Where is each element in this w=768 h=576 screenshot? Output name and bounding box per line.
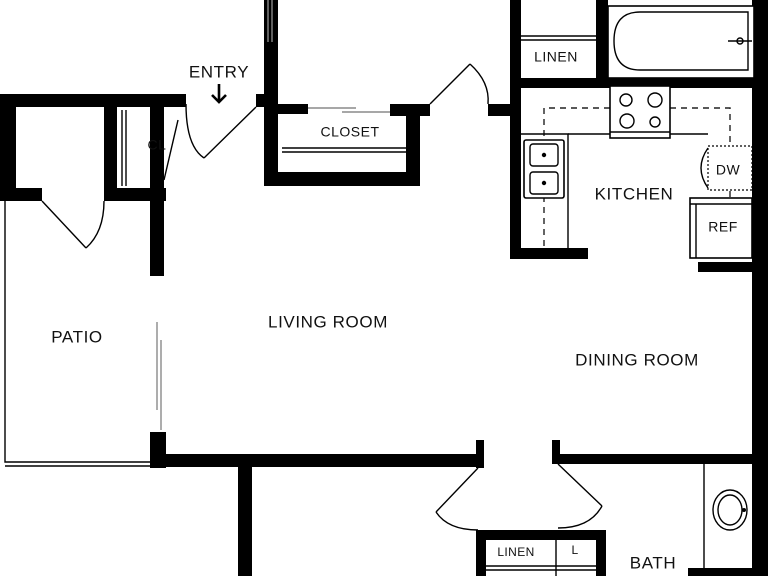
sink-drain-1 (541, 152, 547, 158)
wall-linen-top (476, 530, 606, 540)
wall-closet-top-left (278, 104, 308, 114)
bathtub-basin (613, 11, 749, 71)
dishwasher-icon (707, 145, 753, 191)
wall-kitchen-bottom-right (698, 262, 758, 272)
wall-linen-divider (596, 0, 608, 82)
wall-bath-right (752, 454, 768, 576)
label-l: L (571, 543, 578, 557)
kitchen-door-leaf (429, 63, 471, 105)
hall-door-left-arc (435, 511, 479, 531)
label-closet: CLOSET (320, 124, 379, 140)
sink-drain-2 (541, 180, 547, 186)
wall-kitchen-ceiling (510, 78, 768, 88)
dishwasher-door-arc (700, 147, 709, 189)
label-living-room: LIVING ROOM (268, 312, 388, 331)
label-patio: PATIO (51, 327, 103, 346)
kitchen-fixtures (521, 85, 753, 259)
entry-door-leaf (203, 106, 257, 159)
wall-closet-left (264, 0, 278, 186)
wall-lower-left (238, 460, 252, 576)
storage-door-leaf (41, 200, 87, 249)
bathtub-icon (607, 5, 755, 79)
hall-door-right-arc (557, 505, 603, 529)
burner-2 (647, 92, 663, 108)
hall-door-right-leaf (557, 463, 603, 507)
label-cl: CL (148, 137, 167, 153)
wall-right (752, 0, 768, 460)
wall-kitchen-top (488, 104, 514, 116)
entry-door-arc (185, 103, 205, 159)
wall-bath-bottom (688, 568, 768, 576)
label-ref: REF (708, 219, 738, 235)
wall-bottom-right (552, 454, 768, 464)
storage-door-arc (85, 200, 105, 249)
vanity-sink-outer (712, 489, 748, 531)
wall-bottom-left (150, 454, 476, 467)
stove-icon (609, 85, 671, 139)
hall-door-left-leaf (435, 467, 479, 513)
wall-door-jamb-right (552, 440, 560, 464)
refrigerator-icon (689, 197, 753, 259)
label-entry: ENTRY (189, 62, 249, 81)
wall-kitchen-left (510, 0, 521, 258)
entry-arrow-icon (211, 84, 227, 104)
wall-storage-bottom-left (0, 188, 42, 201)
burner-3 (619, 113, 635, 129)
doors (41, 63, 603, 531)
sink-basin-1 (529, 143, 559, 167)
patio-outline (4, 200, 150, 463)
wall-top-left (0, 94, 186, 107)
wall-kitchen-bottom-left (510, 248, 588, 259)
label-dw: DW (716, 162, 741, 178)
wall-closet-right (406, 104, 420, 186)
bathtub-outer (607, 5, 755, 79)
label-linen-bottom: LINEN (497, 545, 534, 559)
sink-icon (523, 139, 565, 199)
label-bath: BATH (630, 553, 676, 572)
vanity-sink-icon (712, 489, 748, 531)
wall-cl-right (150, 94, 164, 276)
burner-1 (619, 93, 633, 107)
vanity-sink-drain (742, 508, 746, 512)
cl-door-leaf (163, 119, 179, 181)
label-linen-top: LINEN (534, 49, 578, 65)
label-dining-room: DINING ROOM (575, 350, 699, 369)
wall-linen-left (476, 530, 486, 576)
wall-closet-bottom (264, 172, 420, 186)
wall-closet-top-right (390, 104, 430, 116)
sink-basin-2 (529, 171, 559, 195)
wall-bath-left (596, 530, 606, 576)
wall-door-jamb-left (476, 440, 484, 468)
room-labels: ENTRY CLOSET LINEN CL KITCHEN DW REF PAT… (51, 49, 740, 573)
label-kitchen: KITCHEN (595, 184, 674, 203)
vanity-sink-inner (717, 494, 743, 526)
kitchen-door-arc (469, 63, 489, 105)
burner-4 (649, 116, 661, 128)
wall-storage-right (104, 94, 117, 198)
wall-storage-left (0, 94, 16, 198)
thin-details (4, 0, 705, 576)
